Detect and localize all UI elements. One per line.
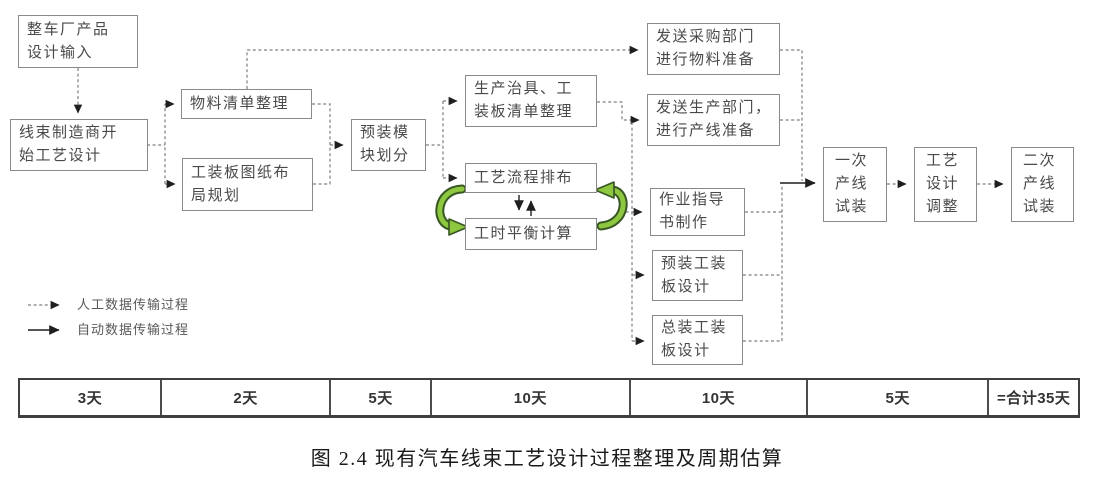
node-premodule-division: 预装模 块划分: [351, 119, 426, 171]
node-final-board-design: 总装工装 板设计: [652, 315, 743, 365]
timeline-table: 3天 2天 5天 10天 10天 5天 =合计35天: [18, 378, 1080, 418]
node-work-instruction: 作业指导 书制作: [650, 188, 745, 236]
node-time-balance: 工时平衡计算: [465, 218, 597, 250]
node-board-drawing-layout: 工装板图纸布 局规划: [182, 158, 313, 211]
timeline-cell-1: 3天: [77, 390, 103, 407]
node-second-line-trial: 二次 产线 试装: [1011, 147, 1074, 222]
node-oem-product-input: 整车厂产品 设计输入: [18, 15, 138, 68]
node-harness-maker-start: 线束制造商开 始工艺设计: [10, 119, 148, 171]
node-process-layout: 工艺流程排布: [465, 163, 597, 193]
node-preassembly-board-design: 预装工装 板设计: [652, 250, 743, 301]
timeline-cell-4: 10天: [429, 380, 629, 415]
node-fixture-list: 生产治具、工 装板清单整理: [465, 75, 597, 127]
timeline-cell-2: 2天: [159, 380, 329, 415]
node-second-line-trial-label: 二次 产线 试装: [1023, 153, 1057, 215]
figure-caption: 图 2.4 现有汽车线束工艺设计过程整理及周期估算: [310, 448, 784, 470]
legend-manual-transfer-label: 人工数据传输过程: [77, 297, 190, 312]
edge-fixture-to-production: [597, 101, 640, 125]
flow-connectors: [28, 45, 1004, 346]
node-production-prep-label: 发送生产部门， 进行产线准备: [656, 100, 772, 139]
edge-send-collect: [780, 49, 803, 181]
legend-auto-transfer-label: 自动数据传输过程: [77, 322, 190, 337]
edge-bottom-collect: [743, 185, 783, 342]
timeline-cell-3: 5天: [329, 380, 430, 415]
node-harness-maker-start-label: 线束制造商开 始工艺设计: [19, 125, 119, 164]
timeline-cell-6: 5天: [806, 380, 987, 415]
node-work-instruction-label: 作业指导 书制作: [659, 192, 726, 231]
node-board-drawing-layout-label: 工装板图纸布 局规划: [191, 164, 291, 204]
edge-merge-to-premodule: [312, 103, 331, 185]
timeline-cell-total: =合计35天: [987, 380, 1078, 415]
node-final-board-design-label: 总装工装 板设计: [661, 320, 728, 359]
node-process-adjustment-label: 工艺 设计 调整: [926, 153, 960, 215]
node-bom-sorting: 物料清单整理: [181, 89, 312, 119]
node-preassembly-board-design-label: 预装工装 板设计: [661, 255, 728, 295]
node-time-balance-label: 工时平衡计算: [474, 225, 574, 242]
node-fixture-list-label: 生产治具、工 装板清单整理: [474, 81, 574, 120]
edge-bom-to-purchasing: [246, 45, 639, 89]
node-premodule-division-label: 预装模 块划分: [360, 125, 410, 164]
node-first-line-trial-label: 一次 产线 试装: [835, 153, 869, 215]
node-bom-sorting-label: 物料清单整理: [190, 95, 290, 112]
edge-vertical-distributor: [620, 122, 633, 341]
node-production-prep: 发送生产部门， 进行产线准备: [647, 94, 780, 146]
node-oem-product-input-label: 整车厂产品 设计输入: [27, 21, 110, 61]
node-purchasing-prep: 发送采购部门 进行物料准备: [647, 23, 780, 75]
iteration-loop-arrow-right: [594, 181, 628, 231]
timeline-cell-5: 10天: [628, 380, 806, 415]
node-first-line-trial: 一次 产线 试装: [823, 147, 887, 222]
edge-start-split: [147, 104, 166, 184]
node-process-adjustment: 工艺 设计 调整: [914, 147, 977, 222]
node-purchasing-prep-label: 发送采购部门 进行物料准备: [656, 29, 756, 68]
node-process-layout-label: 工艺流程排布: [474, 169, 574, 186]
iteration-loop-arrow-left: [435, 184, 469, 236]
edge-premodule-split: [426, 101, 444, 178]
